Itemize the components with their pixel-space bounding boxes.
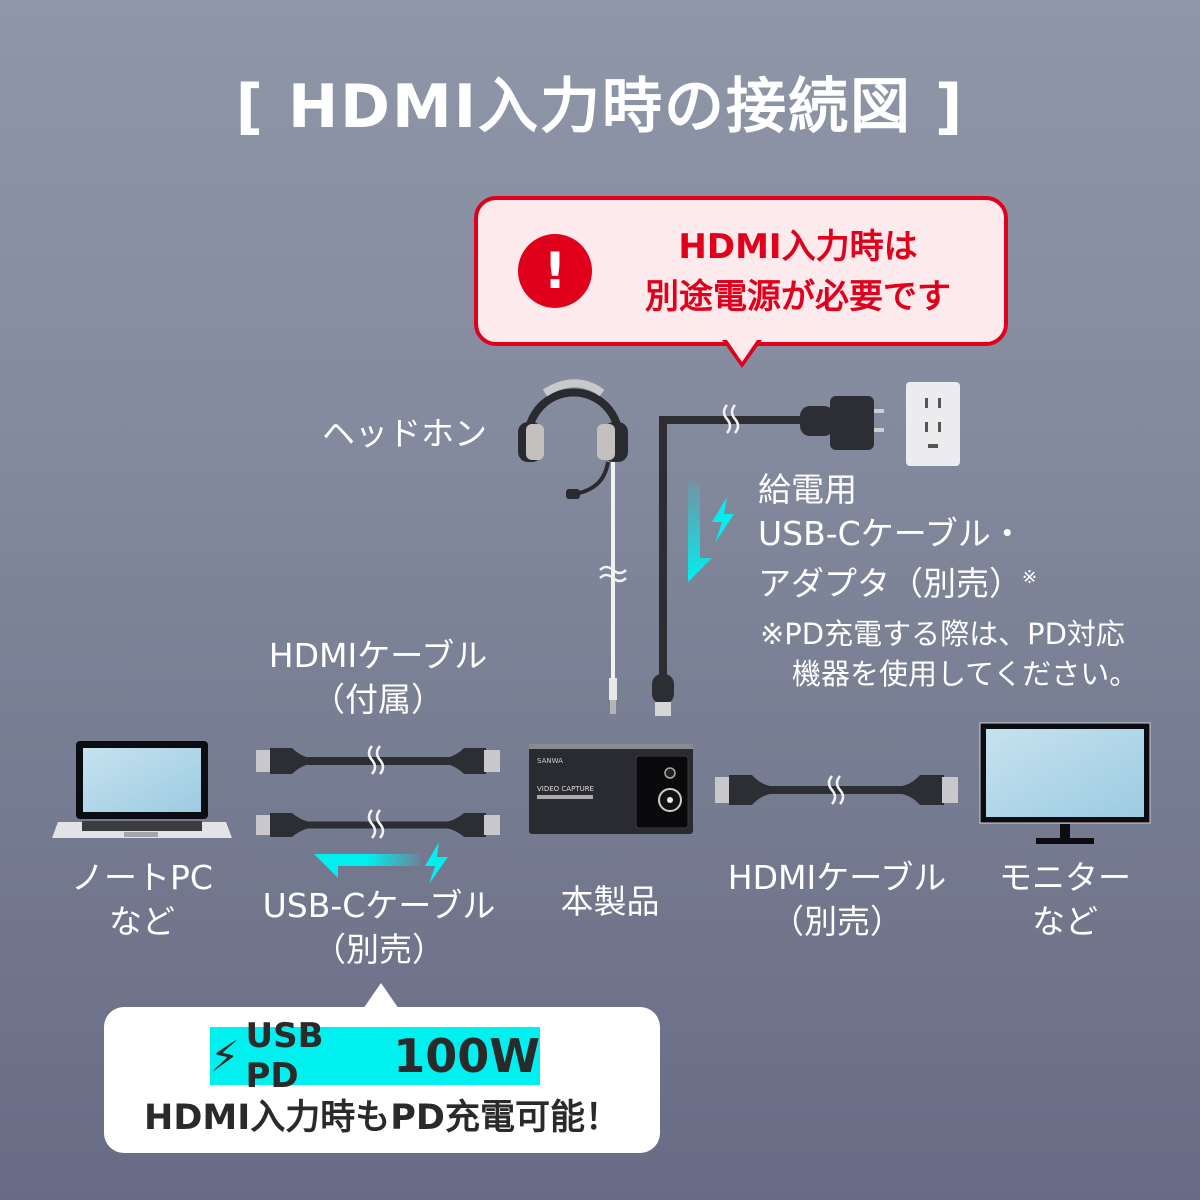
laptop-icon [52, 741, 232, 838]
product-label: 本製品 [560, 882, 660, 921]
power-cable-label-line-1: 給電用 [758, 470, 857, 509]
bolt-icon [712, 497, 734, 543]
capture-device-icon: SANWA VIDEO CAPTURE [529, 744, 693, 834]
pd-note: ※PD充電する際は、PD対応 機器を使用してください。 [760, 614, 1138, 694]
pd-subtitle: HDMI入力時もPD充電可能！ [144, 1098, 620, 1138]
callout-text: HDMI入力時は 別途電源が必要です [608, 222, 988, 322]
pd-note-line-1: ※PD充電する際は、PD対応 [760, 617, 1125, 651]
exclamation-icon: ! [518, 234, 592, 308]
usb-pd-info-box: ⚡ USB PD 100W HDMI入力時もPD充電可能！ [104, 1007, 660, 1153]
callout-line-2: 別途電源が必要です [645, 277, 951, 317]
headphone-icon [518, 379, 628, 714]
monitor-icon [979, 722, 1151, 844]
bolt-icon [425, 842, 448, 884]
laptop-label: ノートPC など [71, 858, 213, 941]
hdmi-cable-sold-label: HDMIケーブル （別売） [727, 858, 947, 941]
hdmi-cable-included-icon [256, 745, 500, 775]
callout-line-1: HDMI入力時は [678, 227, 918, 267]
callout-tail-inner [727, 340, 757, 362]
power-flow-arrow [688, 482, 734, 582]
wall-outlet-icon [906, 382, 960, 466]
pd-box-tail [363, 983, 399, 1009]
svg-text:SANWA: SANWA [537, 757, 563, 765]
hdmi-cable-sold-separately-icon [715, 775, 958, 805]
power-required-callout: ! HDMI入力時は 別途電源が必要です [474, 196, 1008, 346]
pd-note-line-2: 機器を使用してください。 [792, 657, 1139, 691]
power-cable [652, 396, 884, 716]
svg-text:VIDEO CAPTURE: VIDEO CAPTURE [537, 785, 594, 793]
hdmi-cable-included-label: HDMIケーブル （付属） [268, 636, 488, 719]
usb-pd-badge: ⚡ USB PD 100W [210, 1016, 540, 1096]
page-title: [ HDMI入力時の接続図 ] [235, 72, 965, 142]
charge-flow-arrow [314, 842, 448, 884]
power-cable-label-line-3: アダプタ（別売）※ [758, 564, 1038, 603]
power-cable-label-line-2: USB-Cケーブル・ [758, 514, 1024, 553]
monitor-label: モニター など [999, 858, 1131, 941]
bolt-icon: ⚡ [210, 1031, 240, 1081]
usbc-cable-label: USB-Cケーブル （別売） [262, 886, 496, 969]
wattage-text: 100W [393, 1029, 540, 1083]
usbc-cable-icon [256, 809, 500, 839]
power-cable-label: 給電用 USB-Cケーブル・ アダプタ（別売）※ [758, 468, 1037, 606]
headphone-label: ヘッドホン [322, 414, 487, 453]
usb-pd-text: USB PD [245, 1016, 324, 1096]
